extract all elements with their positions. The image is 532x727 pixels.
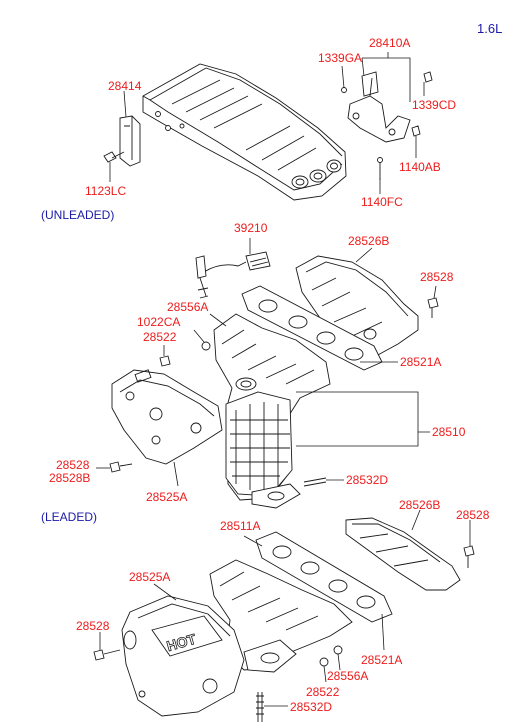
gasket-28521A-top bbox=[241, 285, 398, 371]
part-28528-right[interactable]: 28528 bbox=[456, 508, 490, 522]
part-1140FC[interactable]: 1140FC bbox=[361, 195, 403, 209]
engine-cover bbox=[142, 63, 347, 201]
part-28528-mid[interactable]: 28528 bbox=[56, 458, 90, 472]
part-28525A-top[interactable]: 28525A bbox=[146, 490, 188, 504]
bolt-28528-mid bbox=[96, 461, 133, 473]
part-28528-left[interactable]: 28528 bbox=[76, 619, 110, 633]
hot-stamp: HOT bbox=[165, 631, 198, 655]
part-39210[interactable]: 39210 bbox=[234, 221, 268, 235]
part-28528-top[interactable]: 28528 bbox=[420, 270, 454, 284]
gasket-28521A-bottom bbox=[243, 531, 393, 651]
exhaust-manifold-leaded bbox=[209, 559, 353, 722]
heat-shield-28525A-bottom: HOT bbox=[121, 583, 245, 717]
part-28522-top[interactable]: 28522 bbox=[143, 330, 177, 344]
part-28510[interactable]: 28510 bbox=[432, 425, 466, 439]
part-28511A[interactable]: 28511A bbox=[220, 519, 261, 533]
part-28414[interactable]: 28414 bbox=[108, 79, 142, 93]
heat-shield-28526B-bottom bbox=[345, 509, 475, 591]
bolt-28528-left bbox=[93, 632, 121, 661]
part-28556A-top[interactable]: 28556A bbox=[167, 300, 209, 314]
engine-size-label: 1.6L bbox=[477, 21, 503, 36]
part-1123LC[interactable]: 1123LC bbox=[85, 184, 127, 198]
section-leaded: (LEADED) bbox=[41, 510, 98, 524]
part-28522-bottom[interactable]: 28522 bbox=[306, 685, 340, 699]
heat-shield-28526B-top bbox=[295, 247, 439, 357]
part-1022CA[interactable]: 1022CA bbox=[137, 315, 181, 329]
part-1339CD[interactable]: 1339CD bbox=[412, 98, 457, 112]
bracket-28410A bbox=[341, 52, 433, 194]
part-1140AB[interactable]: 1140AB bbox=[399, 160, 441, 174]
part-28410A[interactable]: 28410A bbox=[369, 36, 411, 50]
nut-washer-top bbox=[159, 313, 227, 367]
bolt-1123LC bbox=[103, 151, 125, 182]
part-28525A-bottom[interactable]: 28525A bbox=[129, 570, 171, 584]
part-28526B-top[interactable]: 28526B bbox=[348, 234, 390, 248]
part-28532D-bottom[interactable]: 28532D bbox=[290, 700, 333, 714]
part-28521A-top[interactable]: 28521A bbox=[400, 355, 442, 369]
part-1339GA[interactable]: 1339GA bbox=[318, 51, 363, 65]
part-28532D-top[interactable]: 28532D bbox=[346, 473, 389, 487]
part-28526B-bottom[interactable]: 28526B bbox=[399, 498, 441, 512]
section-unleaded: (UNLEADED) bbox=[41, 208, 115, 222]
bracket-28414 bbox=[119, 90, 141, 167]
part-28556A-bottom[interactable]: 28556A bbox=[327, 669, 369, 683]
part-28521A-bottom[interactable]: 28521A bbox=[361, 653, 403, 667]
heat-shield-28525A-top bbox=[111, 369, 223, 487]
exhaust-manifold-28510 bbox=[213, 313, 430, 509]
oxygen-sensor-39210 bbox=[195, 238, 271, 299]
part-28528B[interactable]: 28528B bbox=[49, 471, 91, 485]
